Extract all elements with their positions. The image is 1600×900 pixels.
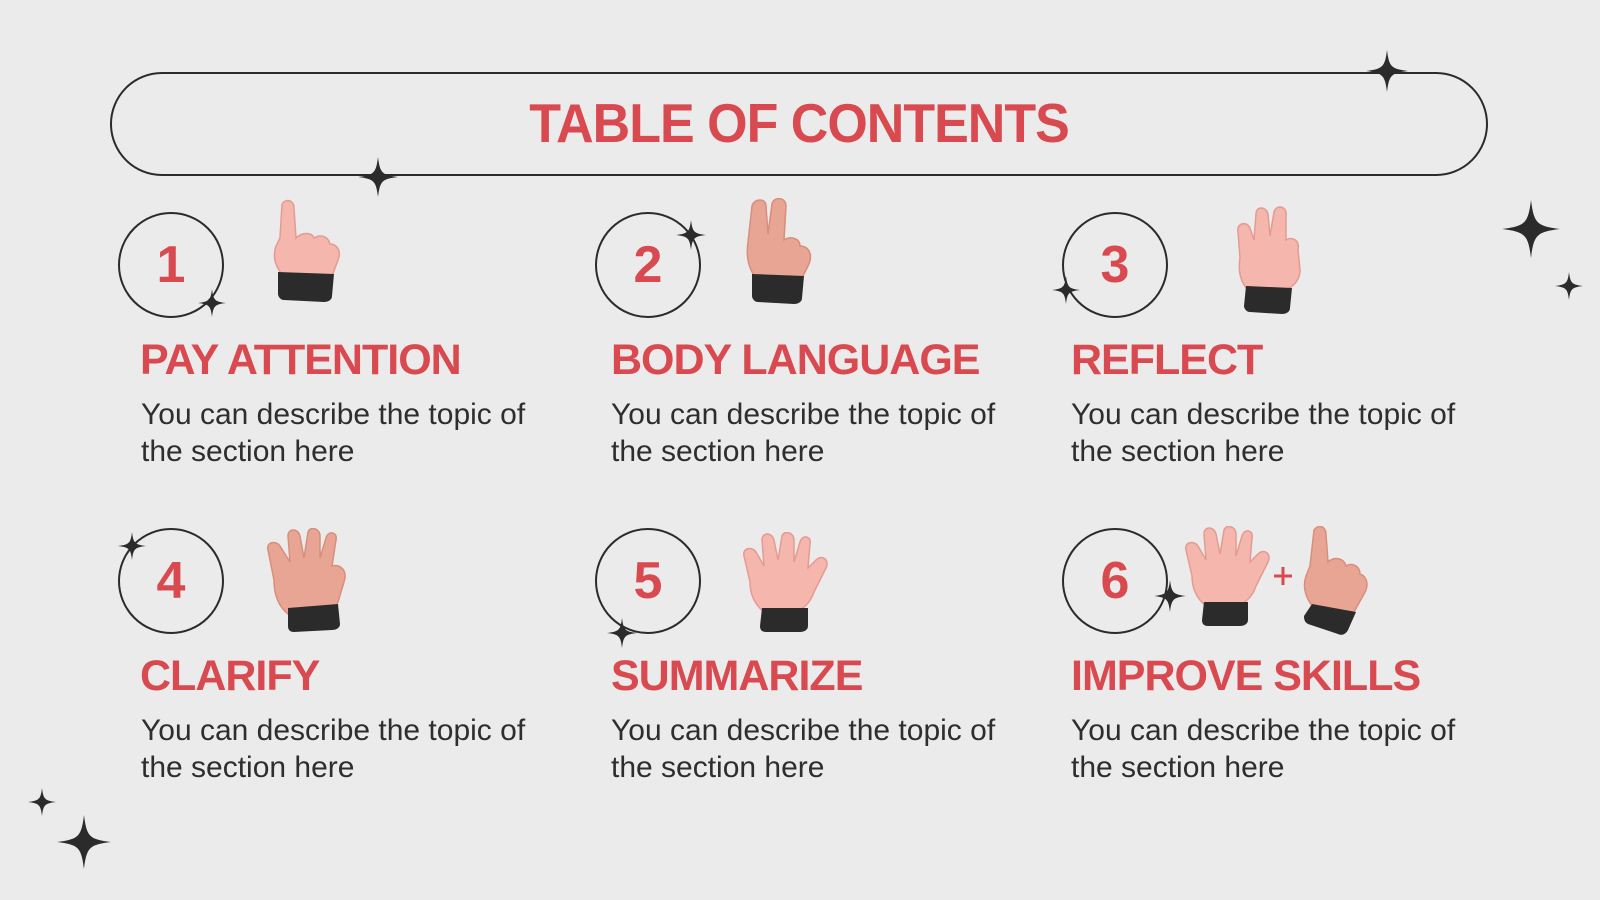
section-title: PAY ATTENTION (140, 336, 462, 384)
section-number-circle: 2 (595, 212, 701, 318)
section-title: IMPROVE SKILLS (1071, 652, 1421, 700)
five-plus-one-hands-icon (1185, 526, 1368, 635)
section-title: REFLECT (1071, 336, 1263, 384)
title-pill: TABLE OF CONTENTS (110, 72, 1488, 176)
sparkle-icon (118, 532, 146, 560)
one-finger-hand-icon (273, 199, 341, 302)
section-number-circle: 3 (1062, 212, 1168, 318)
page-title: TABLE OF CONTENTS (529, 93, 1070, 155)
sparkle-icon (358, 157, 398, 197)
section-number-circle: 4 (118, 528, 224, 634)
section-number: 3 (1100, 236, 1130, 294)
sparkle-icon (676, 220, 706, 250)
section-number: 4 (156, 552, 186, 610)
section-description: You can describe the topic of the sectio… (1071, 398, 1456, 468)
section-description: You can describe the topic of the sectio… (611, 398, 996, 468)
sparkle-icon (28, 788, 56, 816)
three-fingers-hand-icon (1237, 206, 1301, 314)
section-number: 6 (1100, 552, 1130, 610)
section-number: 5 (633, 552, 663, 610)
section-title: BODY LANGUAGE (611, 336, 980, 384)
section-number: 2 (633, 236, 663, 294)
sparkle-icon (607, 618, 637, 648)
sparkle-icon (57, 815, 111, 869)
sparkle-icon (1366, 50, 1408, 92)
section-description: You can describe the topic of the sectio… (1071, 714, 1456, 784)
section-title: SUMMARIZE (611, 652, 863, 700)
sparkle-icon (1052, 276, 1080, 304)
section-description: You can describe the topic of the sectio… (611, 714, 996, 784)
five-fingers-hand-icon (743, 532, 828, 632)
sparkle-icon (198, 289, 226, 317)
sparkle-icon (1555, 272, 1583, 300)
four-fingers-hand-icon (267, 528, 346, 632)
sparkle-icon (1502, 200, 1560, 258)
section-number-circle: 6 (1062, 528, 1168, 634)
two-fingers-hand-icon (746, 198, 812, 304)
section-number: 1 (156, 236, 186, 294)
section-number-circle: 1 (118, 212, 224, 318)
section-number-circle: 5 (595, 528, 701, 634)
section-title: CLARIFY (140, 652, 320, 700)
section-description: You can describe the topic of the sectio… (141, 398, 526, 468)
section-description: You can describe the topic of the sectio… (141, 714, 526, 784)
